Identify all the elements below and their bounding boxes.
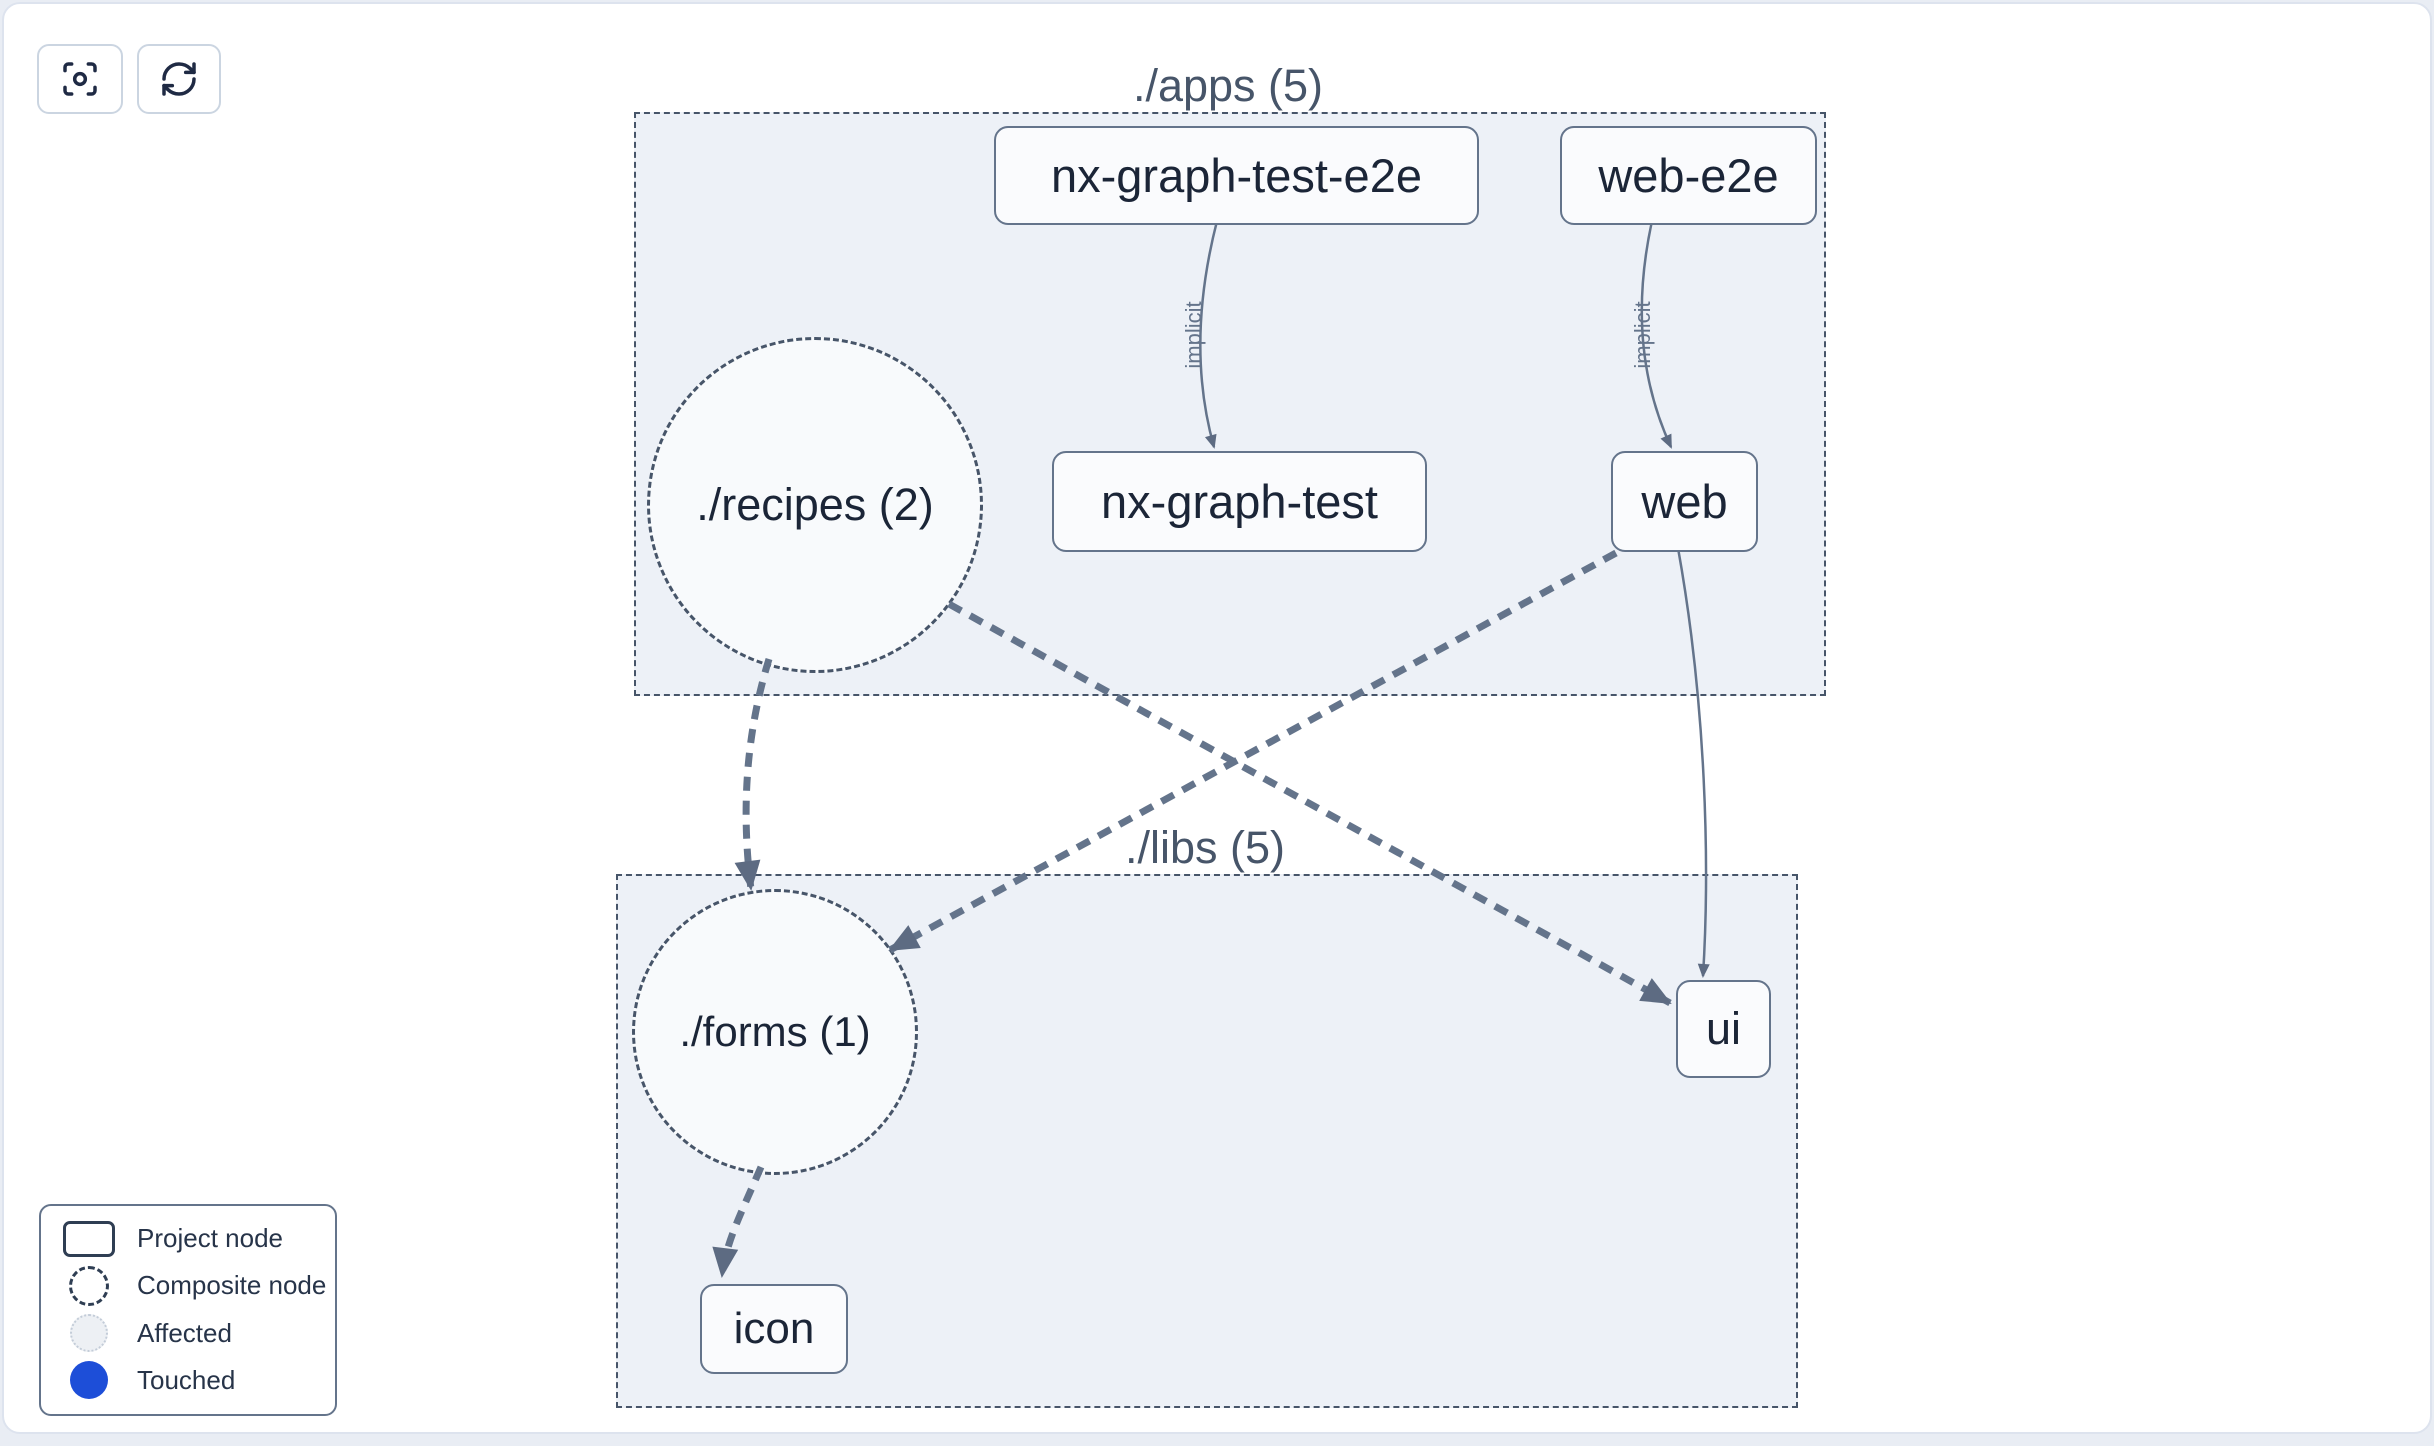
project-node-label: nx-graph-test [1101,475,1378,528]
legend-item-affected: Affected [41,1314,335,1353]
group-label-apps: ./apps (5) [1132,60,1324,111]
refresh-icon [159,59,199,99]
touched-node-icon [70,1361,108,1400]
affected-node-icon [70,1314,108,1353]
legend-item-composite-node: Composite node [41,1265,335,1306]
legend-panel: Project node Composite node Affected Tou… [39,1204,337,1416]
project-node-icon[interactable]: icon [700,1284,848,1374]
project-node-web-e2e[interactable]: web-e2e [1560,126,1817,225]
legend-label: Touched [137,1364,236,1395]
project-node-label: web [1641,475,1728,528]
project-node-nx-graph-test-e2e[interactable]: nx-graph-test-e2e [994,126,1479,225]
composite-node-forms[interactable]: ./forms (1) [632,889,918,1175]
focus-icon [60,59,100,99]
edge-label-implicit: implicit [1630,301,1655,369]
group-label-libs: ./libs (5) [1124,822,1286,873]
project-node-web[interactable]: web [1611,451,1758,552]
project-node-label: web-e2e [1598,149,1779,202]
refresh-button[interactable] [137,44,221,114]
edge-label-implicit: implicit [1181,301,1206,369]
legend-label: Affected [137,1317,232,1348]
composite-node-label: ./forms (1) [679,1008,871,1055]
composite-node-icon [69,1265,109,1306]
legend-item-touched: Touched [41,1361,335,1400]
focus-button[interactable] [37,44,123,114]
project-node-label: ui [1705,1003,1742,1054]
project-node-nx-graph-test[interactable]: nx-graph-test [1052,451,1427,552]
legend-label: Composite node [137,1270,327,1301]
legend-label: Project node [137,1223,283,1254]
project-node-label: icon [733,1304,815,1353]
composite-node-label: ./recipes (2) [696,479,934,530]
project-node-ui[interactable]: ui [1676,980,1771,1078]
composite-node-recipes[interactable]: ./recipes (2) [647,337,983,673]
legend-item-project-node: Project node [41,1220,335,1257]
project-node-icon [63,1220,115,1257]
project-node-label: nx-graph-test-e2e [1051,149,1422,202]
